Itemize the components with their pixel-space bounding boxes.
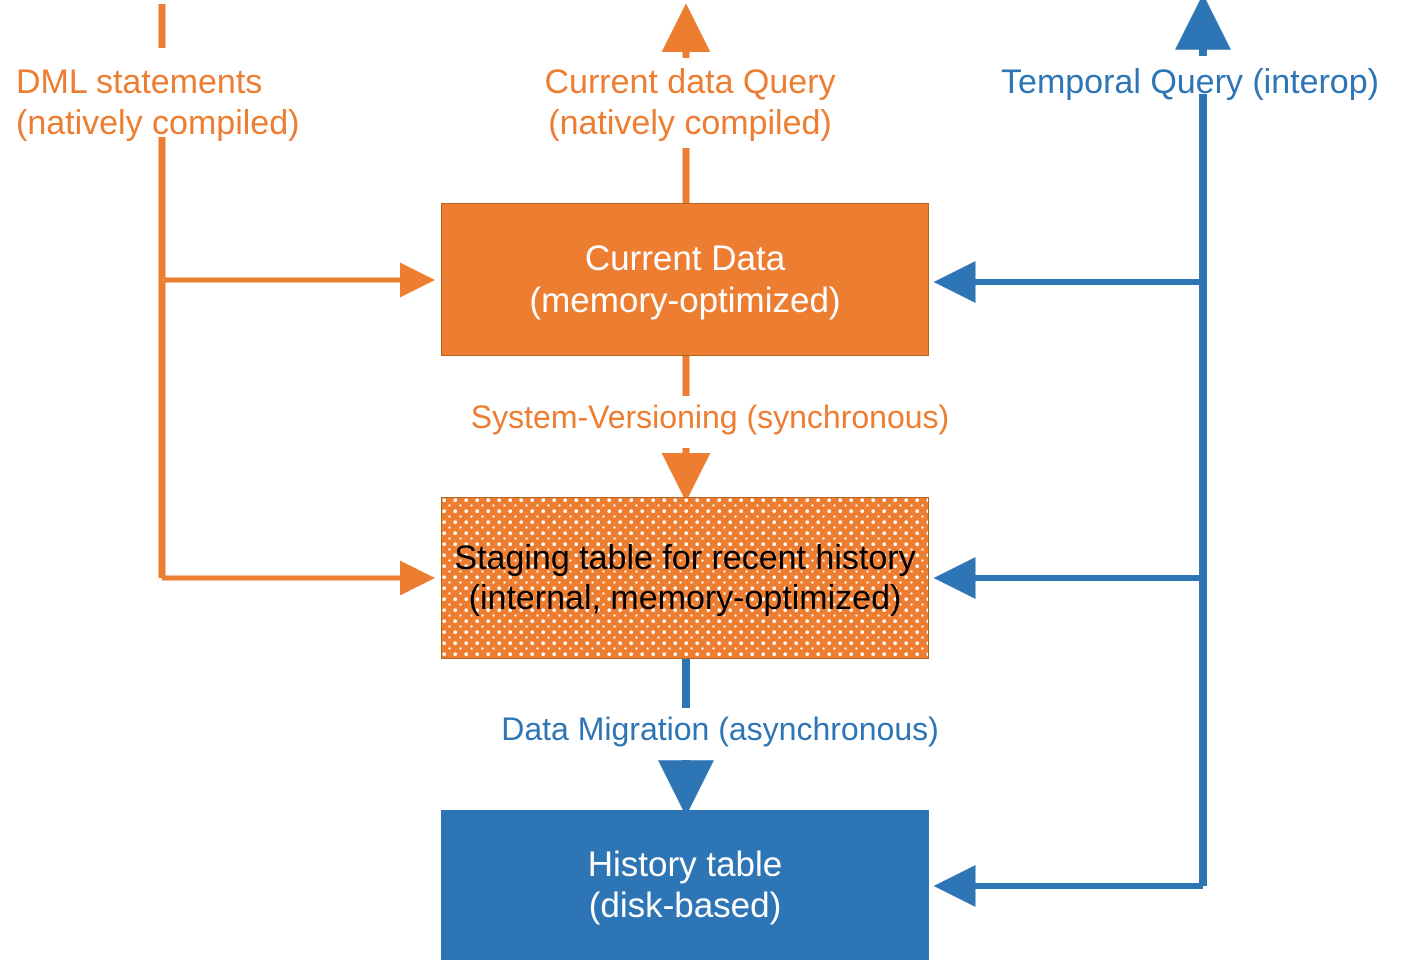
node-current-data-label: Current Data (memory-optimized) [529,239,841,320]
annotation-data-migration: Data Migration (asynchronous) [501,711,939,747]
annotation-temporal-query: Temporal Query (interop) [1001,63,1379,101]
node-current-data[interactable]: Current Data (memory-optimized) [441,203,929,356]
node-staging-table-label: Staging table for recent history (intern… [454,538,916,617]
node-history-table-label: History table (disk-based) [587,844,783,925]
annotation-system-versioning: System-Versioning (synchronous) [470,399,950,435]
annotation-dml-statements: DML statements (natively compiled) [16,63,300,143]
annotation-current-data-query: Current data Query (natively compiled) [544,63,836,143]
node-history-table[interactable]: History table (disk-based) [441,810,929,960]
node-staging-table[interactable]: Staging table for recent history (intern… [441,497,929,659]
